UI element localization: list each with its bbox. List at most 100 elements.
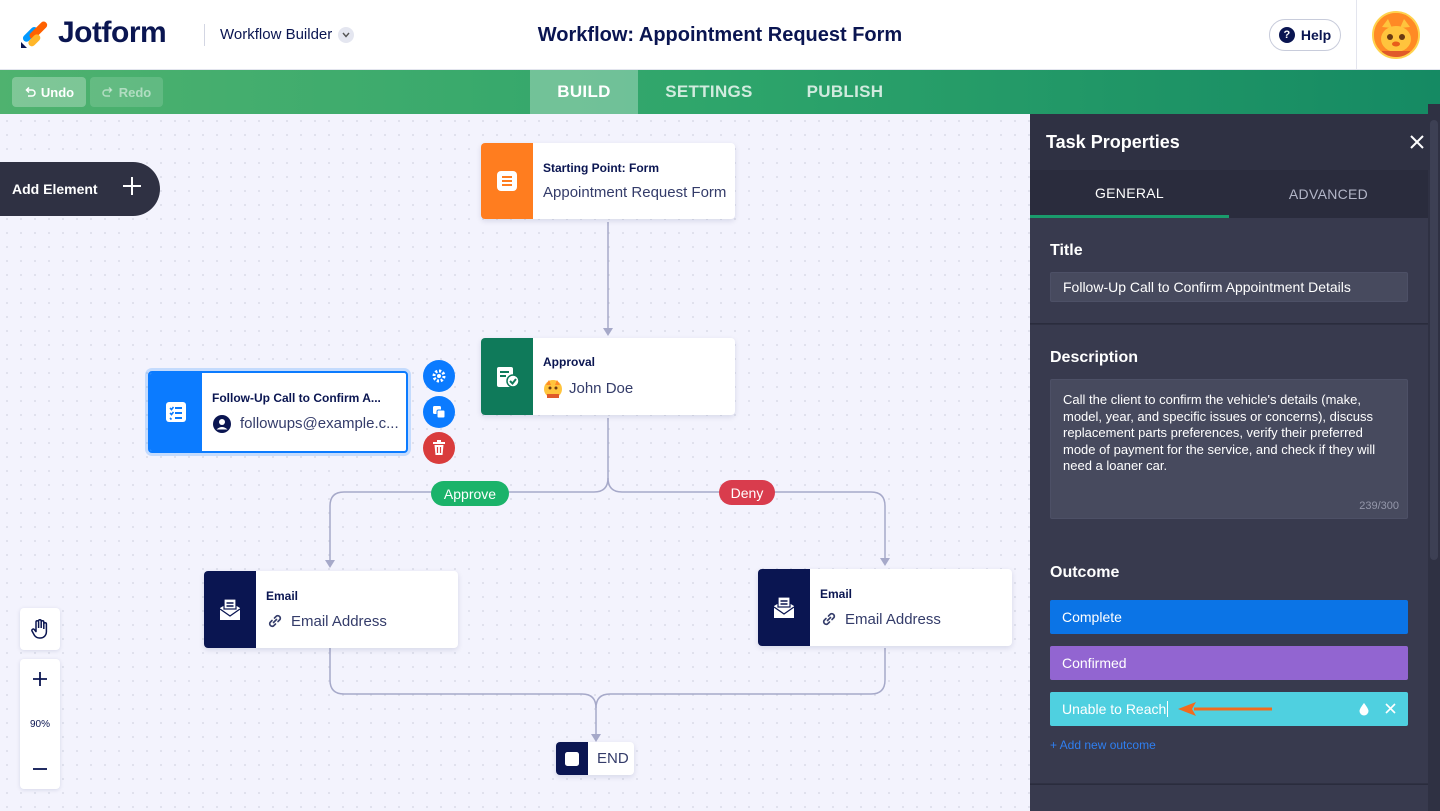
- zoom-in-button[interactable]: [32, 667, 48, 691]
- chevron-down-icon: [338, 26, 355, 43]
- node-title: Email: [266, 589, 299, 603]
- zoom-level: 90%: [29, 718, 50, 730]
- panel-title: Task Properties: [1046, 131, 1180, 152]
- minus-icon: [33, 768, 47, 770]
- outcome-confirmed[interactable]: Confirmed: [1050, 646, 1408, 680]
- node-delete-button[interactable]: [423, 432, 455, 464]
- stop-icon: [556, 742, 588, 775]
- help-label: Help: [1300, 27, 1332, 43]
- tab-settings[interactable]: SETTINGS: [665, 82, 753, 101]
- email-node-deny[interactable]: Email Email Address: [758, 569, 1012, 646]
- zoom-out-button[interactable]: [32, 757, 48, 781]
- redo-label: Redo: [118, 84, 152, 100]
- outcome-complete[interactable]: Complete: [1050, 600, 1408, 634]
- approval-icon: [481, 338, 533, 415]
- email-node-approve[interactable]: Email Email Address: [204, 571, 458, 648]
- jotform-logo-icon: [21, 21, 48, 48]
- node-settings-button[interactable]: [423, 360, 455, 392]
- text-cursor: [1167, 701, 1169, 717]
- approval-node[interactable]: Approval John Doe: [481, 338, 735, 415]
- node-title: Starting Point: Form: [543, 161, 659, 175]
- avatar-cat-icon: [1374, 13, 1418, 57]
- node-subtitle: followups@example.c...: [240, 415, 399, 432]
- description-textarea[interactable]: Call the client to confirm the vehicle's…: [1050, 379, 1408, 519]
- end-label: END: [597, 750, 629, 767]
- close-icon: [1410, 135, 1424, 149]
- color-drop-icon[interactable]: [1358, 702, 1370, 716]
- jotform-logo[interactable]: Jotform: [18, 16, 167, 50]
- title-input[interactable]: Follow-Up Call to Confirm Appointment De…: [1050, 272, 1408, 302]
- logo-text: Jotform: [58, 16, 167, 49]
- description-label: Description: [1050, 349, 1139, 366]
- end-node[interactable]: END: [556, 742, 634, 775]
- description-text: Call the client to confirm the vehicle's…: [1063, 392, 1376, 473]
- description-section: Description Call the client to confirm t…: [1030, 325, 1428, 551]
- deny-branch-label[interactable]: Deny: [719, 480, 775, 505]
- outcome-label-text: Unable to Reach: [1062, 701, 1167, 717]
- add-element-label: Add Element: [12, 181, 98, 197]
- form-icon: [481, 143, 533, 219]
- link-icon: [268, 614, 282, 628]
- header-divider: [1356, 0, 1357, 70]
- link-icon: [822, 612, 836, 626]
- builder-label: Workflow Builder: [220, 26, 333, 43]
- node-subtitle: Email Address: [291, 612, 387, 630]
- node-subtitle: John Doe: [569, 379, 634, 397]
- remove-outcome-icon[interactable]: [1385, 703, 1396, 714]
- user-icon: [213, 414, 231, 433]
- undo-label: Undo: [40, 84, 75, 100]
- outcome-section: Outcome Complete Confirmed Unable to Rea…: [1030, 551, 1428, 783]
- plus-icon: [121, 175, 143, 201]
- arrow-annotation-icon: [1178, 702, 1272, 716]
- redo-button[interactable]: Redo: [90, 77, 163, 107]
- zoom-controls: 90%: [20, 659, 60, 789]
- email-icon: [758, 569, 810, 646]
- node-duplicate-button[interactable]: [423, 396, 455, 428]
- user-avatar-icon: [544, 380, 562, 398]
- tab-advanced[interactable]: ADVANCED: [1288, 186, 1369, 202]
- task-properties-panel: Task Properties GENERAL ADVANCED Title F…: [1030, 114, 1440, 811]
- redo-icon: [102, 86, 113, 97]
- outcome-label-text: Confirmed: [1062, 655, 1127, 671]
- add-new-outcome-link[interactable]: + Add new outcome: [1050, 738, 1156, 752]
- close-panel-button[interactable]: [1410, 132, 1424, 152]
- outcome-label: Outcome: [1050, 564, 1120, 581]
- question-icon: ?: [1278, 27, 1295, 43]
- outcome-label-text: Complete: [1062, 609, 1122, 625]
- task-list-icon: [150, 373, 202, 451]
- next-section: [1030, 784, 1428, 811]
- node-subtitle: Appointment Request Form: [543, 184, 727, 201]
- workflow-canvas[interactable]: [0, 114, 1030, 811]
- node-title: Follow-Up Call to Confirm A...: [212, 390, 381, 405]
- email-icon: [204, 571, 256, 648]
- node-title: Approval: [543, 355, 596, 369]
- description-counter: 239/300: [1359, 499, 1399, 512]
- avatar[interactable]: [1372, 11, 1420, 59]
- title-label: Title: [1050, 242, 1083, 259]
- help-button[interactable]: ? Help: [1269, 19, 1341, 51]
- hand-icon: [31, 619, 48, 639]
- gear-icon: [432, 369, 446, 383]
- undo-button[interactable]: Undo: [12, 77, 86, 107]
- tab-general[interactable]: GENERAL: [1030, 170, 1229, 218]
- node-subtitle: Email Address: [845, 610, 941, 628]
- add-element-button[interactable]: Add Element: [0, 162, 160, 216]
- panel-scrollbar-thumb[interactable]: [1430, 120, 1438, 560]
- plus-icon: [33, 672, 47, 686]
- tab-build[interactable]: BUILD: [530, 70, 638, 114]
- builder-toolbar: Undo Redo BUILD SETTINGS PUBLISH: [0, 70, 1440, 114]
- duplicate-icon: [433, 406, 446, 419]
- header-separator: [204, 24, 205, 46]
- outcome-unable-to-reach[interactable]: Unable to Reach: [1050, 692, 1408, 726]
- approve-branch-label[interactable]: Approve: [431, 481, 509, 506]
- node-title: Email: [820, 587, 853, 601]
- title-section: Title Follow-Up Call to Confirm Appointm…: [1030, 218, 1428, 324]
- start-form-node[interactable]: Starting Point: Form Appointment Request…: [481, 143, 735, 219]
- tab-publish[interactable]: PUBLISH: [806, 82, 884, 101]
- undo-icon: [25, 86, 36, 97]
- pan-tool-button[interactable]: [20, 608, 60, 650]
- connector-lines: [325, 222, 890, 742]
- trash-icon: [433, 440, 445, 455]
- builder-dropdown[interactable]: Workflow Builder: [220, 26, 355, 43]
- task-node[interactable]: Follow-Up Call to Confirm A... followups…: [148, 371, 408, 453]
